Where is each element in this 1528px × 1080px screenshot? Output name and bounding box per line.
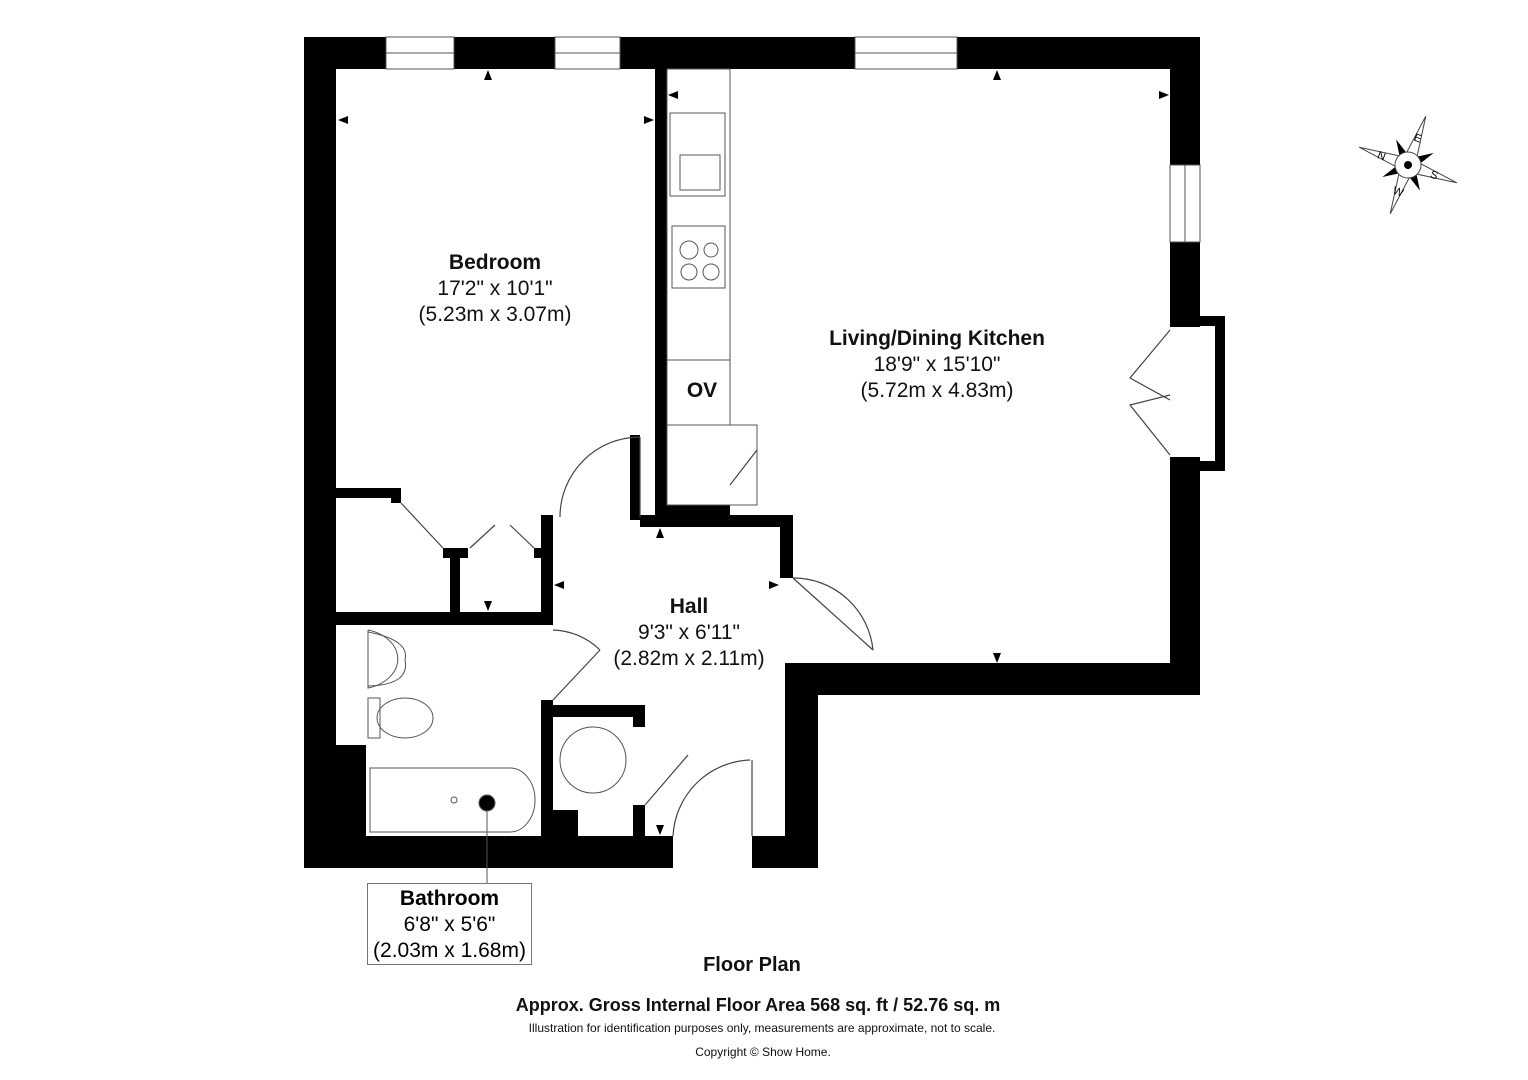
compass-e: E bbox=[1412, 132, 1423, 146]
room-name: Bathroom bbox=[399, 887, 500, 910]
room-metric: (5.72m x 4.83m) bbox=[860, 379, 1014, 402]
room-label-living: Living/Dining Kitchen 18'9" x 15'10" (5.… bbox=[829, 326, 1045, 404]
room-imperial: 6'8" x 5'6" bbox=[403, 913, 496, 936]
compass-w: W bbox=[1391, 185, 1405, 200]
compass-n: N bbox=[1376, 149, 1388, 163]
room-name: Bedroom bbox=[448, 251, 542, 274]
room-imperial: 18'9" x 15'10" bbox=[873, 353, 1001, 376]
room-name: Living/Dining Kitchen bbox=[829, 327, 1045, 350]
sink bbox=[669, 112, 726, 197]
copyright: Copyright © Show Home. bbox=[695, 1045, 831, 1059]
room-metric: (2.82m x 2.11m) bbox=[613, 647, 765, 670]
doors bbox=[400, 329, 1171, 837]
room-imperial: 9'3" x 6'11" bbox=[638, 621, 740, 644]
room-metric: (5.23m x 3.07m) bbox=[418, 303, 572, 326]
room-name: Hall bbox=[669, 595, 709, 618]
kitchen-units bbox=[666, 68, 758, 506]
dimension-arrows bbox=[338, 70, 1169, 835]
bathroom-fixtures bbox=[367, 629, 627, 883]
compass-s: S bbox=[1428, 169, 1439, 183]
room-label-bathroom: Bathroom 6'8" x 5'6" (2.03m x 1.68m) bbox=[367, 883, 532, 965]
room-metric: (2.03m x 1.68m) bbox=[373, 939, 526, 962]
cylinder bbox=[559, 726, 627, 794]
oven-label: OV bbox=[686, 379, 718, 402]
room-label-hall: Hall 9'3" x 6'11" (2.82m x 2.11m) bbox=[613, 594, 764, 672]
walls bbox=[304, 37, 1225, 868]
room-imperial: 17'2" x 10'1" bbox=[437, 277, 553, 300]
room-label-bedroom: Bedroom 17'2" x 10'1" (5.23m x 3.07m) bbox=[419, 250, 572, 328]
windows bbox=[385, 36, 1201, 243]
floor-area: Approx. Gross Internal Floor Area 568 sq… bbox=[515, 995, 1001, 1015]
compass-icon: N E S W bbox=[1358, 115, 1458, 215]
plan-title: Floor Plan bbox=[703, 954, 801, 976]
hob bbox=[671, 225, 726, 289]
disclaimer: Illustration for identification purposes… bbox=[528, 1021, 996, 1035]
